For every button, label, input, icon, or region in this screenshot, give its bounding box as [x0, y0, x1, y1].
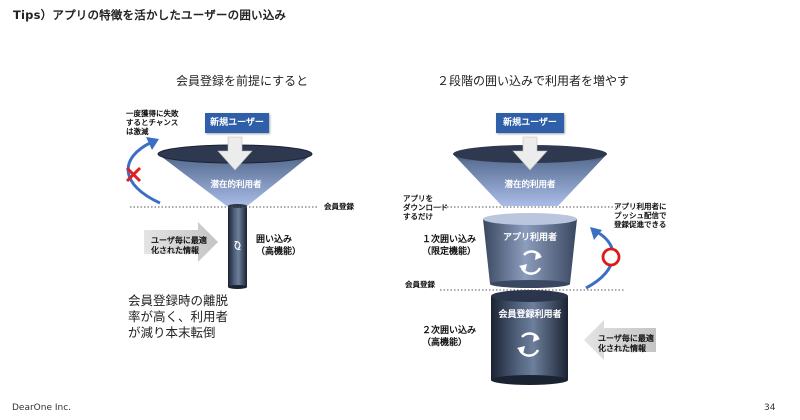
- download-note-line: するだけ: [403, 212, 433, 221]
- stage2-cylinder: [491, 290, 568, 385]
- left-conclusion: 会員登録時の離脱 率が高く、利用者 が減り本末転倒: [128, 293, 228, 341]
- right-down-arrow-icon: [512, 136, 548, 171]
- info-line: ユーザ毎に最適: [598, 334, 654, 343]
- stage1-label: アプリ利用者: [502, 233, 557, 243]
- churn-note: 一度獲得に失敗 するとチャンス は激減: [126, 109, 179, 136]
- left-member-label: 会員登録: [324, 202, 354, 211]
- churn-note-line: するとチャンス: [126, 118, 179, 127]
- stage1-title: １次囲い込み （限定機能）: [422, 234, 476, 258]
- stage2-cycle-icon: [517, 332, 540, 357]
- page-title: Tips）アプリの特徴を活かしたユーザーの囲い込み: [13, 8, 287, 22]
- churn-note-line: 一度獲得に失敗: [126, 109, 179, 118]
- promo-note-line: アプリ利用者に: [614, 202, 667, 211]
- right-info-arrow: [584, 320, 656, 360]
- conclusion-line: 会員登録時の離脱: [128, 293, 229, 308]
- conclusion-line: が減り本末転倒: [128, 325, 216, 340]
- download-note: アプリを ダウンロード するだけ: [403, 194, 448, 221]
- right-member-label: 会員登録: [405, 280, 435, 289]
- retention-line: 囲い込み: [256, 235, 293, 245]
- right-new-user-tag: 新規ユーザー: [496, 113, 564, 133]
- download-note-line: アプリを: [403, 194, 433, 203]
- left-funnel-label: 潜在的利用者: [210, 180, 262, 190]
- left-down-arrow-icon: [217, 136, 253, 171]
- promo-note-line: プッシュ配信で: [614, 211, 667, 220]
- churn-arrow-icon: [126, 137, 161, 205]
- left-pipe: [228, 204, 247, 289]
- circle-ok-icon: [601, 247, 621, 267]
- conclusion-line: 率が高く、利用者: [128, 309, 229, 324]
- churn-note-line: は激減: [126, 127, 149, 136]
- stage2-label: 会員登録利用者: [498, 310, 562, 320]
- download-note-line: ダウンロード: [403, 203, 448, 212]
- retention-line: （高機能）: [256, 247, 302, 257]
- left-retention: 囲い込み （高機能）: [256, 234, 301, 258]
- promo-note-line: 登録促進できる: [614, 220, 667, 229]
- left-info-arrow: [144, 222, 218, 262]
- info-line: 化された情報: [151, 246, 199, 255]
- info-line: 化された情報: [598, 344, 646, 353]
- info-line: ユーザ毎に最適: [151, 236, 207, 245]
- stage1-title-line: （限定機能）: [422, 247, 477, 257]
- stage1-cycle-icon: [519, 250, 542, 275]
- footer-company: DearOne Inc.: [12, 403, 72, 413]
- stage1-title-line: １次囲い込み: [422, 235, 477, 245]
- cross-icon: [125, 166, 142, 183]
- left-new-user-tag: 新規ユーザー: [205, 113, 269, 133]
- right-subtitle: ２段階の囲い込みで利用者を増やす: [437, 74, 630, 88]
- left-cycle-icon: [234, 240, 241, 251]
- left-info-text: ユーザ毎に最適 化された情報: [151, 236, 207, 256]
- stage2-title-line: ２次囲い込み: [422, 326, 477, 336]
- page-number: 34: [764, 403, 776, 413]
- stage2-title: ２次囲い込み （高機能）: [422, 325, 476, 349]
- promo-note: アプリ利用者に プッシュ配信で 登録促進できる: [614, 202, 667, 229]
- stage2-title-line: （高機能）: [422, 338, 468, 348]
- left-subtitle: 会員登録を前提にすると: [176, 74, 309, 88]
- right-info-text: ユーザ毎に最適 化された情報: [598, 334, 654, 354]
- right-funnel-label: 潜在的利用者: [504, 180, 556, 190]
